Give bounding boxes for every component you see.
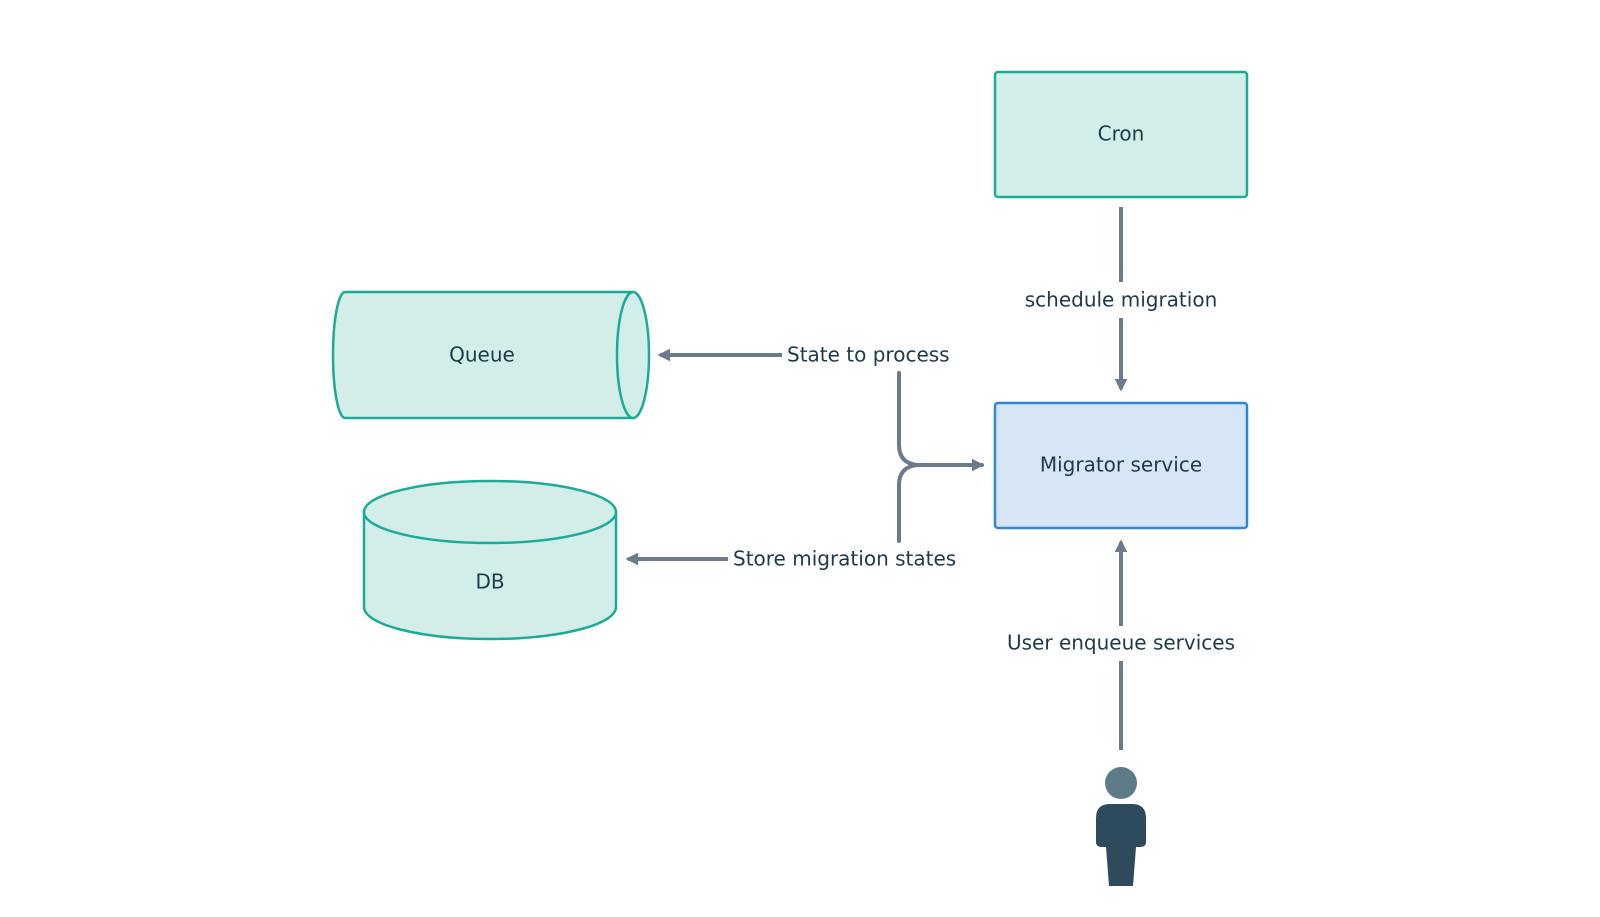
brace-connector [897,371,985,543]
queue-label: Queue [449,343,515,367]
cron-box [993,70,1249,199]
cron-node[interactable]: Cron [993,70,1249,199]
schedule-migration-label: schedule migration [1025,288,1218,312]
cron-label: Cron [1098,122,1145,146]
db-node[interactable]: DB [362,479,618,641]
state-to-process-label: State to process [787,343,950,367]
migrator-service-box [993,401,1249,530]
db-label: DB [475,570,504,594]
store-migration-states-label: Store migration states [733,547,956,571]
edge-store-migration-states: Store migration states [625,547,956,571]
queue-node[interactable]: Queue [331,290,651,420]
edge-user-enqueue-services: User enqueue services [1007,539,1235,750]
user-enqueue-services-label: User enqueue services [1007,631,1235,655]
edge-schedule-migration: schedule migration [1025,207,1218,392]
migrator-service-label: Migrator service [1040,453,1202,477]
edge-state-to-process: State to process [657,343,950,367]
person-body [1096,804,1146,886]
brace-path [897,371,984,543]
person-icon[interactable] [1096,767,1146,886]
person-head [1105,767,1137,799]
queue-body [331,290,635,420]
queue-end-cap [615,290,651,420]
db-top-cap [362,479,618,545]
migrator-service-node[interactable]: Migrator service [993,401,1249,530]
db-body [362,510,618,641]
